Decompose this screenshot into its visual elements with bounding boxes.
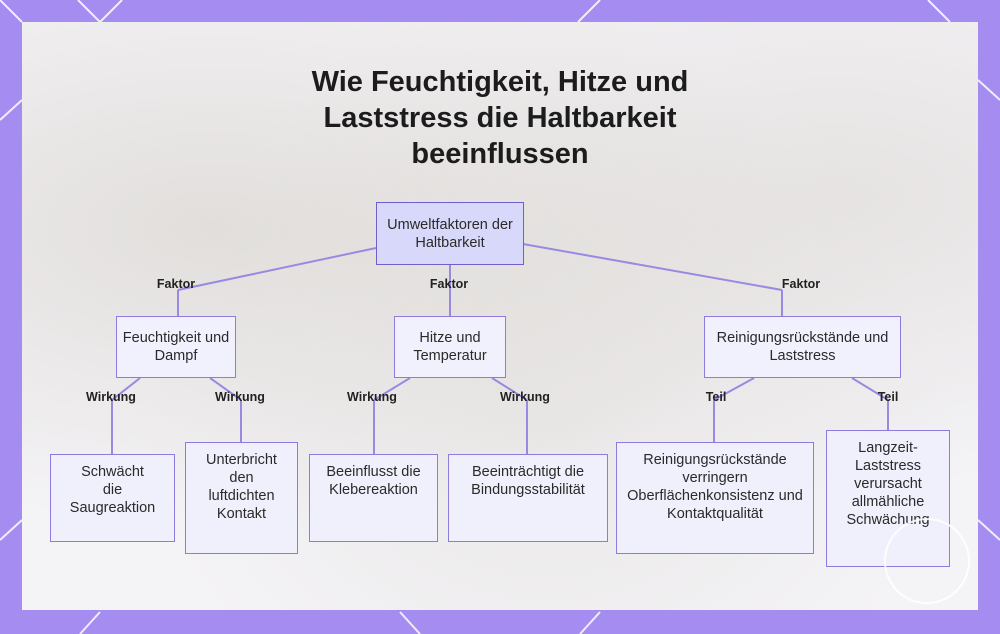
leaf-node-adhesive: Beeinflusst die Klebereaktion	[309, 454, 438, 542]
edge-label-effect-1: Wirkung	[86, 390, 136, 404]
edge-factor3-leaf5	[713, 377, 755, 401]
edge-label-factor-1: Faktor	[156, 277, 196, 291]
root-node: Umweltfaktoren der Haltbarkeit	[376, 202, 524, 265]
edge-factor1-leaf1	[111, 377, 141, 401]
title-line-2: Laststress die Haltbarkeit	[323, 102, 677, 134]
factor-node-heat: Hitze und Temperatur	[394, 316, 506, 378]
title-line-1: Wie Feuchtigkeit, Hitze und	[311, 66, 689, 98]
edge-root-factor-1	[177, 247, 377, 291]
edge-label-factor-2: Faktor	[429, 277, 469, 291]
diagram-title: Wie Feuchtigkeit, Hitze und Laststress d…	[0, 64, 1000, 172]
edge-factor1-leaf2	[209, 377, 242, 401]
edge-label-factor-3: Faktor	[781, 277, 821, 291]
leaf-node-bonding: Beeinträchtigt die Bindungsstabilität	[448, 454, 608, 542]
edge-factor2-leaf3	[373, 377, 411, 401]
edge-factor2-leaf4	[491, 377, 528, 401]
leaf-node-airtight: Unterbricht den luftdichten Kontakt	[185, 442, 298, 554]
factor-node-humidity: Feuchtigkeit und Dampf	[116, 316, 236, 378]
title-line-3: beeinflussen	[411, 138, 589, 170]
edge-label-part-2: Teil	[877, 390, 899, 404]
edge-label-effect-4: Wirkung	[500, 390, 550, 404]
leaf-node-suction: Schwächt die Saugreaktion	[50, 454, 175, 542]
edge-label-part-1: Teil	[705, 390, 727, 404]
edge-root-factor-3	[522, 243, 783, 291]
watermark-logo-icon	[884, 518, 970, 604]
edge-label-effect-2: Wirkung	[215, 390, 265, 404]
edge-factor3-leaf6	[851, 377, 889, 401]
factor-node-cleaning-load: Reinigungsrückstände und Laststress	[704, 316, 901, 378]
edge-label-effect-3: Wirkung	[347, 390, 397, 404]
leaf-node-residue: Reinigungsrückstände verringern Oberfläc…	[616, 442, 814, 554]
